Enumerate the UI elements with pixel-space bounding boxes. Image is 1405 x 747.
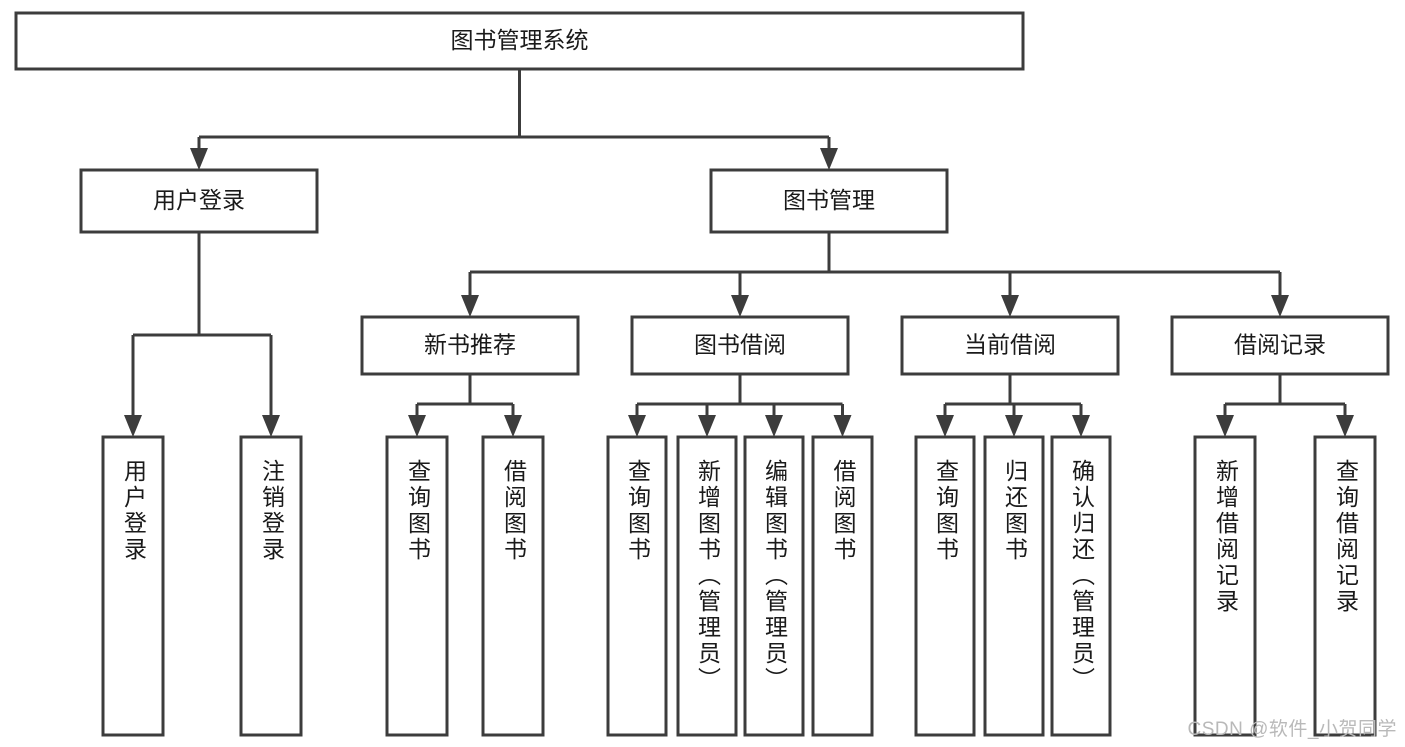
new-book-rec-children-arrow-0 [408,415,426,437]
new-book-rec-children-arrow-1 [504,415,522,437]
node-leaf-query-book-rec[interactable] [385,435,449,737]
node-book-borrow-rect[interactable] [630,315,850,376]
watermark-text: CSDN @软件_小贺同学 [1187,719,1397,740]
node-leaf-add-borrow-record[interactable] [1193,435,1257,737]
node-leaf-edit-book-admin[interactable] [743,435,805,737]
node-borrow-record-rect[interactable] [1170,315,1390,376]
node-leaf-user-logout-rect[interactable] [239,435,303,737]
node-new-book-rec-rect[interactable] [360,315,580,376]
node-leaf-add-book-admin[interactable] [676,435,738,737]
node-leaf-add-borrow-record-rect[interactable] [1193,435,1257,737]
connector-layer [124,69,1354,437]
book-borrow-children-arrow-0 [628,415,646,437]
node-user-login[interactable]: 用户登录 [79,168,319,234]
node-book-borrow[interactable]: 图书借阅 [630,315,850,376]
book-manage-children-arrow-1 [731,295,749,317]
node-leaf-query-book-cur-rect[interactable] [914,435,976,737]
user-login-children-arrow-0 [124,415,142,437]
node-leaf-borrow-book-rec-rect[interactable] [481,435,545,737]
node-leaf-query-book-rec-rect[interactable] [385,435,449,737]
root-children-arrow-1 [820,148,838,170]
node-leaf-query-borrow-record-rect[interactable] [1313,435,1377,737]
book-manage-children-arrow-3 [1271,295,1289,317]
node-leaf-query-book-cur[interactable] [914,435,976,737]
node-current-borrow-rect[interactable] [900,315,1120,376]
node-leaf-user-login-rect[interactable] [101,435,165,737]
node-new-book-rec-label: 新书推荐 [424,332,516,358]
book-manage-children-arrow-2 [1001,295,1019,317]
current-borrow-children-arrow-0 [936,415,954,437]
node-book-manage[interactable]: 图书管理 [709,168,949,234]
node-leaf-user-logout[interactable] [239,435,303,737]
book-borrow-children-arrow-3 [833,415,852,437]
current-borrow-children-arrow-1 [1005,415,1023,437]
node-root-system[interactable]: 图书管理系统 [14,11,1025,71]
node-book-manage-rect[interactable] [709,168,949,234]
node-leaf-query-book-bor-rect[interactable] [606,435,668,737]
node-book-borrow-label: 图书借阅 [694,332,786,358]
current-borrow-children-arrow-2 [1072,415,1090,437]
node-leaf-user-login[interactable] [101,435,165,737]
book-borrow-children-arrow-1 [698,415,716,437]
book-borrow-children-arrow-2 [765,415,783,437]
node-current-borrow-label: 当前借阅 [964,332,1056,358]
book-manage-children-arrow-0 [461,295,479,317]
node-leaf-edit-book-admin-rect[interactable] [743,435,805,737]
node-root-system-label: 图书管理系统 [451,27,589,53]
node-leaf-query-borrow-record[interactable] [1313,435,1377,737]
node-leaf-borrow-book-rec[interactable] [481,435,545,737]
node-leaf-return-book[interactable] [983,435,1045,737]
node-leaf-confirm-return-admin[interactable] [1050,435,1112,737]
node-new-book-rec[interactable]: 新书推荐 [360,315,580,376]
borrow-record-children-arrow-1 [1336,415,1354,437]
node-leaf-add-book-admin-rect[interactable] [676,435,738,737]
node-leaf-query-book-bor[interactable] [606,435,668,737]
node-leaf-confirm-return-admin-rect[interactable] [1050,435,1112,737]
borrow-record-children-arrow-0 [1216,415,1234,437]
node-borrow-record[interactable]: 借阅记录 [1170,315,1390,376]
node-leaf-borrow-book-bor-rect[interactable] [811,435,874,737]
node-root-system-rect[interactable] [14,11,1025,71]
user-login-children-arrow-1 [262,415,280,437]
node-borrow-record-label: 借阅记录 [1234,332,1326,358]
node-leaf-borrow-book-bor[interactable] [811,435,874,737]
node-user-login-label: 用户登录 [153,187,245,213]
root-children-arrow-0 [190,148,208,170]
node-user-login-rect[interactable] [79,168,319,234]
node-book-manage-label: 图书管理 [783,187,875,213]
node-leaf-return-book-rect[interactable] [983,435,1045,737]
node-current-borrow[interactable]: 当前借阅 [900,315,1120,376]
